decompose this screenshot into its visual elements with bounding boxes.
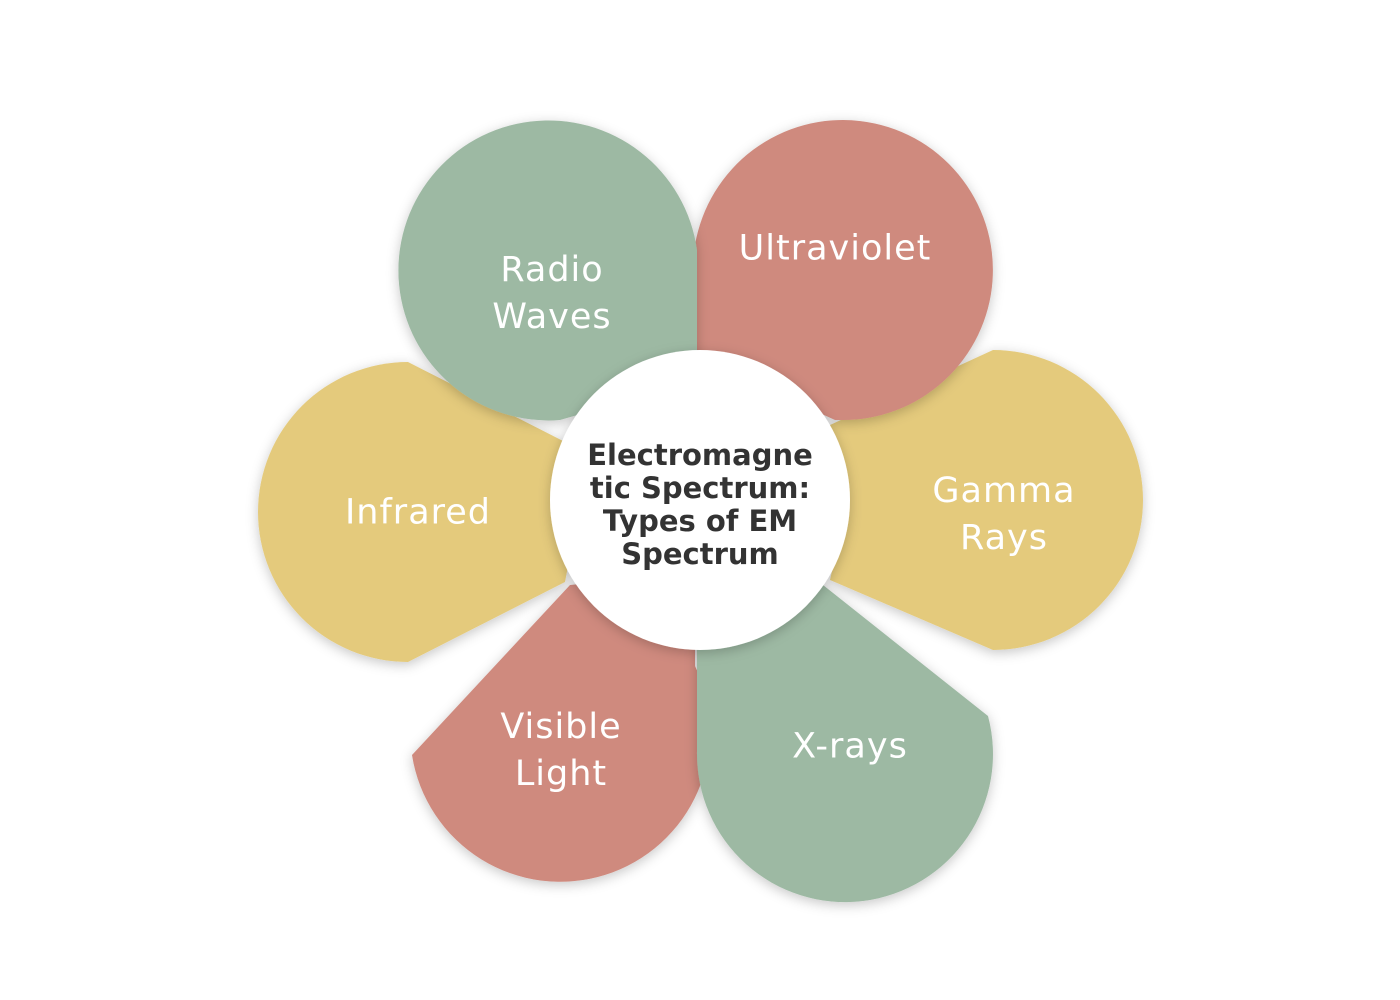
petal-label-line: Radio — [500, 250, 604, 290]
petal-gamma-rays — [830, 350, 1143, 650]
petal-label-line: Infrared — [344, 492, 492, 533]
petal-label-ultraviolet: Ultraviolet — [739, 226, 932, 273]
petal-label-line: Gamma — [932, 471, 1076, 511]
center-title-line: Spectrum — [621, 537, 779, 571]
petal-label-radio-waves: Radio Waves — [492, 247, 611, 341]
petal-label-x-rays: X-rays — [792, 724, 908, 771]
center-title-line: Electromagne — [587, 438, 813, 472]
petal-label-visible-light: Visible Light — [500, 704, 621, 798]
petal-label-line: X-rays — [792, 726, 908, 767]
center-title-line: tic Spectrum: — [589, 471, 811, 505]
petal-label-line: Waves — [492, 297, 612, 337]
center-title: Electromagne tic Spectrum: Types of EM S… — [575, 439, 825, 571]
petal-radio-waves — [398, 120, 697, 421]
petal-label-line: Rays — [960, 518, 1048, 558]
petal-label-line: Visible — [500, 707, 622, 747]
petal-label-line: Light — [514, 754, 608, 794]
petal-infrared — [258, 362, 573, 662]
petal-label-infrared: Infrared — [345, 490, 491, 537]
center-circle — [550, 350, 850, 650]
center-title-line: Types of EM — [602, 504, 798, 538]
petal-ultraviolet — [695, 120, 993, 421]
petal-x-rays — [696, 585, 993, 903]
petal-label-line: Ultraviolet — [738, 228, 932, 269]
petal-visible-light — [412, 570, 711, 882]
petal-label-gamma-rays: Gamma Rays — [932, 468, 1075, 562]
